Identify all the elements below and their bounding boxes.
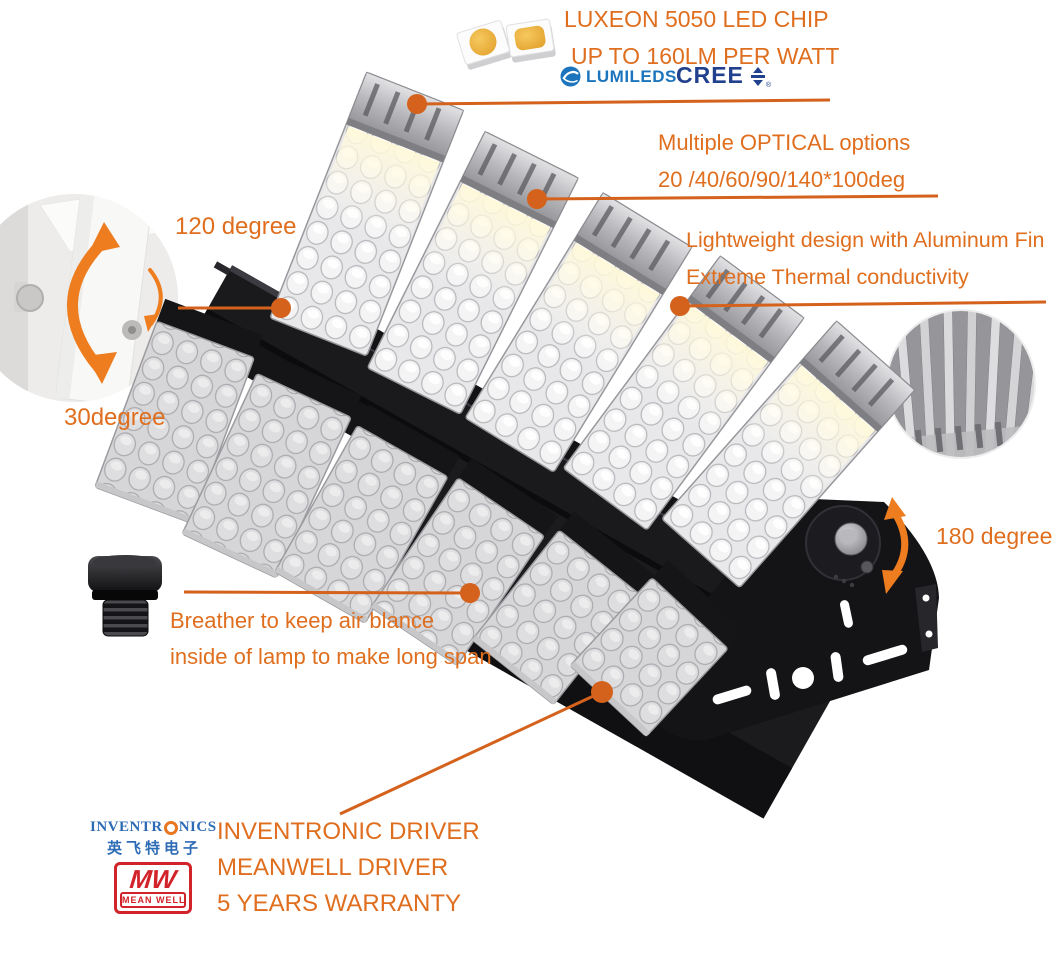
inventronics-logo: INVENTR NICS 英飞特电子: [90, 819, 217, 858]
led-module-top: [662, 320, 916, 588]
breather-plug: [88, 555, 162, 637]
meanwell-logo: MW MEAN WELL: [114, 862, 192, 914]
callout-dots: [271, 94, 690, 703]
lumileds-globe-icon: [560, 66, 581, 87]
lumileds-logo-label: LUMILEDS: [586, 66, 677, 86]
led-chip-square: [505, 18, 556, 63]
cree-registered-mark: ®: [765, 82, 772, 89]
bracket-slots: [712, 600, 908, 705]
cree-logo: CREE ®: [676, 62, 771, 89]
led-chip-round: [456, 20, 512, 70]
lumileds-logo: LUMILEDS: [560, 66, 677, 87]
led-module-bottom: [182, 351, 362, 578]
led-module-bottom: [94, 298, 263, 524]
angle-label-120: 120 degree: [175, 213, 297, 240]
optical-callout-line2: 20 /40/60/90/140*100deg: [658, 167, 906, 192]
breather-callout-line2: inside of lamp to make long span: [170, 644, 492, 669]
driver-callout-line2: MEANWELL DRIVER: [217, 854, 449, 881]
angle-label-180: 180 degree: [936, 523, 1053, 549]
cree-divide-icon: [750, 67, 765, 86]
inventronics-logo-chinese: 英飞特电子: [107, 840, 203, 857]
driver-callout-line3: 5 YEARS WARRANTY: [217, 890, 462, 917]
led-modules: [94, 71, 916, 737]
mounting-bracket: [633, 498, 939, 741]
meanwell-logo-name: MEAN WELL: [120, 892, 186, 908]
meanwell-logo-initials: MW: [128, 864, 178, 894]
chip-callout-line2: UP TO 160LM PER WATT: [571, 43, 840, 69]
callout-lines: [178, 98, 1047, 816]
led-module-bottom: [370, 458, 558, 666]
angle-label-30: 30degree: [64, 404, 166, 431]
thermal-callout-line1: Lightweight design with Aluminum Fin: [686, 228, 1045, 252]
rotation-arrow-180-icon: [882, 497, 909, 594]
rotation-arrow-120-icon: [67, 222, 163, 384]
inventronics-logo-part2: NICS: [178, 819, 217, 835]
led-module-top: [465, 192, 693, 472]
led-module-top: [270, 71, 465, 356]
breather-callout-line1: Breather to keep air blance: [170, 608, 435, 633]
tilt-bracket-detail-photo: [0, 194, 178, 402]
inventronics-o-ring-icon: [163, 820, 178, 835]
inventronics-logo-part1: INVENTR: [90, 819, 163, 835]
optical-callout-line1: Multiple OPTICAL options: [658, 130, 911, 155]
driver-callout-line1: INVENTRONIC DRIVER: [217, 818, 480, 845]
led-module-top: [563, 255, 805, 530]
led-module-bottom: [472, 511, 656, 705]
thermal-callout-line2: Extreme Thermal conductivity: [686, 265, 969, 289]
cree-logo-label: CREE: [676, 62, 744, 88]
chip-callout-line1: LUXEON 5050 LED CHIP: [564, 6, 829, 32]
led-module-bottom: [274, 404, 460, 624]
